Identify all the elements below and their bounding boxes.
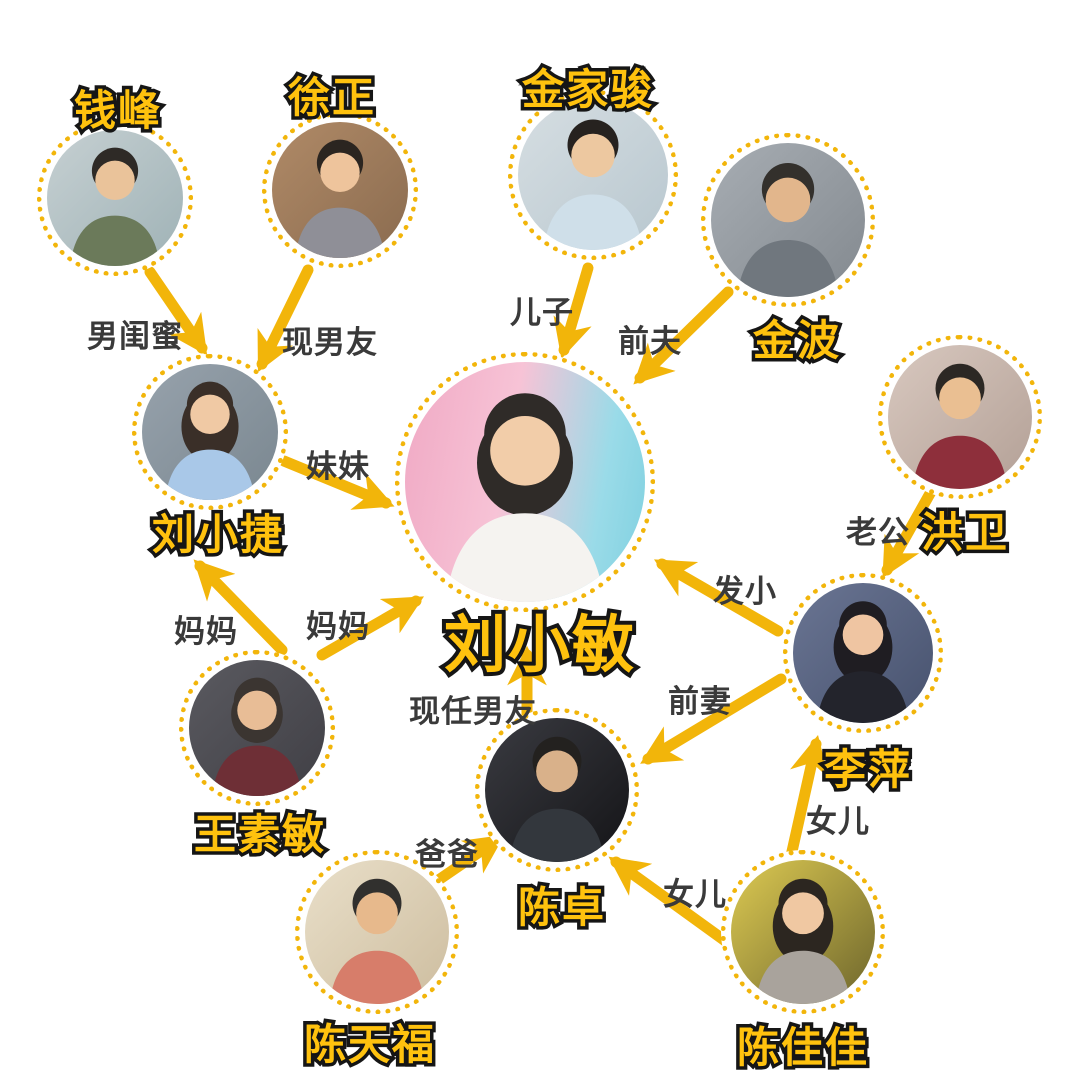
character-name: 洪卫 (917, 506, 1010, 560)
portrait-photo (47, 130, 183, 266)
dotted-ring (721, 850, 885, 1014)
person-silhouette-icon (509, 736, 605, 862)
dotted-ring (295, 850, 459, 1014)
dotted-ring (132, 354, 288, 510)
arrow-chenjiajia-chenzhuo (608, 856, 741, 954)
arrow-liuxiaojie-liuxiaomin (278, 455, 395, 510)
arrow-chenjiajia-liping (785, 734, 829, 862)
relationship-label: 妈妈 (306, 609, 370, 644)
dotted-ring (783, 573, 943, 733)
character-node-wangsumin (179, 650, 335, 806)
person-silhouette-icon (755, 878, 851, 1004)
arrow-xuzheng-liuxiaojie (256, 264, 314, 373)
portrait-photo (142, 364, 278, 500)
relationship-label: 女儿 (663, 877, 727, 912)
arrow-liping-chenzhuo (640, 673, 787, 765)
relationship-label: 前夫 (618, 324, 682, 359)
portrait-photo (189, 660, 325, 796)
character-node-hongwei (878, 335, 1042, 499)
dotted-ring (179, 650, 335, 806)
character-name: 陈天福 (300, 1018, 437, 1072)
character-name: 陈佳佳 (733, 1021, 870, 1075)
dotted-ring (508, 90, 678, 260)
dotted-ring (395, 352, 655, 612)
portrait-photo (888, 345, 1032, 489)
relationship-label: 妹妹 (306, 449, 370, 484)
arrow-wangsumin-liuxiaomin (316, 595, 425, 661)
character-name: 徐正 (284, 71, 377, 125)
character-node-xuzheng (262, 112, 418, 268)
relationship-label: 前妻 (668, 684, 732, 719)
character-node-chentianfu (295, 850, 459, 1014)
dotted-ring (37, 120, 193, 276)
person-silhouette-icon (295, 139, 385, 258)
portrait-photo (793, 583, 933, 723)
arrow-hongwei-liping (881, 484, 938, 579)
relationship-label: 男闺蜜 (87, 319, 183, 354)
relationship-label: 发小 (713, 574, 777, 609)
arrow-wangsumin-liuxiaojie (193, 559, 288, 656)
character-node-liuxiaojie (132, 354, 288, 510)
character-node-chenzhuo (475, 708, 639, 872)
person-silhouette-icon (212, 677, 302, 796)
character-node-liuxiaomin-main (395, 352, 655, 612)
portrait-photo (711, 143, 865, 297)
arrow-chentianfu-chenzhuo (431, 834, 505, 887)
relationship-label: 现男友 (282, 325, 378, 360)
character-node-chenjiajia (721, 850, 885, 1014)
portrait-photo (731, 860, 875, 1004)
person-silhouette-icon (329, 878, 425, 1004)
portrait-photo (305, 860, 449, 1004)
character-node-jinbo (701, 133, 875, 307)
dotted-ring (475, 708, 639, 872)
relationship-label: 儿子 (510, 295, 574, 330)
arrow-liping-liuxiaomin (653, 558, 784, 637)
arrow-jinjiajun-liuxiaomin (553, 262, 594, 359)
person-silhouette-icon (737, 163, 839, 297)
person-silhouette-icon (816, 601, 910, 723)
character-name: 李萍 (820, 743, 913, 797)
arrow-jinbo-liuxiaomin (633, 286, 734, 385)
character-name: 陈卓 (514, 881, 607, 935)
character-node-jinjiajun (508, 90, 678, 260)
dotted-ring (262, 112, 418, 268)
portrait-photo (272, 122, 408, 258)
relationship-label: 女儿 (806, 804, 870, 839)
dotted-ring (878, 335, 1042, 499)
character-name: 金波 (749, 314, 842, 368)
arrow-qianfeng-liuxiaojie (144, 266, 208, 356)
character-name: 金家骏 (518, 63, 655, 117)
person-silhouette-icon (543, 119, 643, 250)
character-name: 钱峰 (70, 84, 163, 138)
relationship-label: 爸爸 (415, 837, 479, 872)
portrait-photo (405, 362, 645, 602)
portrait-photo (485, 718, 629, 862)
relationship-label: 现任男友 (409, 694, 537, 729)
dotted-ring (701, 133, 875, 307)
person-silhouette-icon (445, 393, 605, 602)
character-name: 刘小捷 (148, 508, 285, 562)
character-node-qianfeng (37, 120, 193, 276)
main-character-name: 刘小敏 (440, 607, 638, 684)
relationship-label: 妈妈 (174, 614, 238, 649)
person-silhouette-icon (912, 363, 1008, 489)
portrait-photo (518, 100, 668, 250)
character-name: 王素敏 (190, 808, 327, 862)
person-silhouette-icon (70, 147, 160, 266)
character-node-liping (783, 573, 943, 733)
relationship-label: 老公 (846, 515, 910, 550)
person-silhouette-icon (165, 381, 255, 500)
